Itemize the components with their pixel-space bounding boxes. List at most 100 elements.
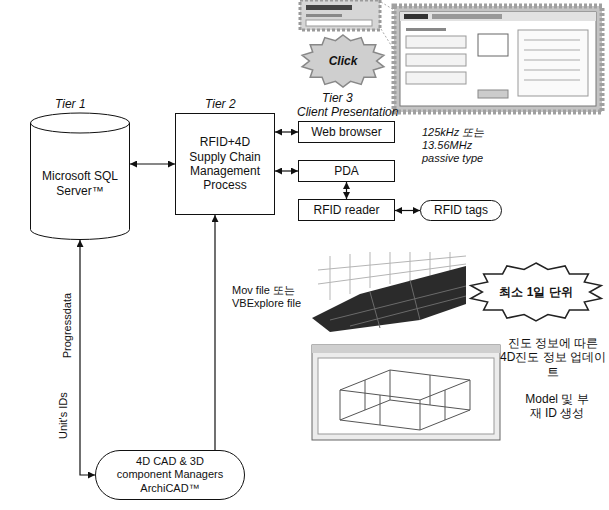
screenshot-detail: [306, 20, 372, 26]
cad-wireframe: [340, 370, 470, 430]
model-lines: [410, 280, 420, 320]
annotation-text: Tier 3: [322, 91, 353, 105]
screenshot-detail: [306, 14, 342, 17]
model-image: [310, 250, 468, 332]
cad-wireframe: [470, 380, 471, 410]
node-text: RFID reader: [302, 203, 391, 217]
text-block: PDA: [302, 164, 391, 178]
screenshot-detail: [406, 36, 466, 48]
cad-wireframe: [445, 390, 446, 420]
text-block: 4D CAD & 3D component Managers ArchiCAD™: [109, 455, 231, 495]
screenshot-detail: [524, 40, 580, 41]
screenshot-detail: [406, 54, 466, 66]
database-cylinder: Microsoft SQL Server™: [30, 113, 130, 240]
cad-wireframe: [390, 370, 391, 400]
node-text: 4D CAD & 3D component Managers ArchiCAD™: [109, 455, 231, 495]
screenshot-detail: [406, 72, 466, 84]
annotation-text: Tier 2: [205, 97, 236, 111]
cad-wireframe: [430, 375, 431, 405]
screenshot-detail: [524, 80, 580, 81]
text-block: Web browser: [302, 125, 391, 139]
annotation-text: 진도 정보에 따른 4D진도 정보 업데이트: [500, 336, 606, 379]
connector-arrow: [275, 131, 298, 132]
node-text: RFID+4D Supply Chain Management Process: [183, 135, 267, 193]
process-box: PDA: [298, 160, 395, 182]
process-box: RFID reader: [298, 199, 395, 221]
node-text: 최소 1일 단위: [490, 285, 582, 299]
model-lines: [330, 286, 466, 320]
screenshot-detail: [524, 60, 580, 61]
model-grid: [370, 252, 371, 288]
screenshot-detail: [404, 14, 428, 19]
model-lines: [330, 280, 466, 328]
process-box: RFID+4D Supply Chain Management Process: [175, 113, 275, 215]
connector-arrow: [214, 215, 215, 450]
rounded-box: RFID tags: [420, 200, 502, 221]
starburst-shape: [302, 35, 384, 87]
screenshot-detail: [406, 28, 446, 31]
annotation-text: Client Presentation: [297, 105, 398, 119]
cad-screenshot: [312, 345, 500, 440]
connector-arrow: [80, 240, 95, 475]
text-block: Click: [320, 54, 366, 68]
cad-wireframe: [420, 400, 421, 430]
model-grid: [318, 256, 466, 270]
cad-wireframe: [340, 370, 470, 400]
connector-arrow: [346, 182, 347, 199]
model-grid: [430, 252, 431, 276]
connector-arrow: [395, 210, 420, 211]
node-text: Microsoft SQL Server™: [36, 169, 124, 198]
text-block: RFID+4D Supply Chain Management Process: [183, 135, 267, 193]
node-text: Click: [320, 54, 366, 68]
annotation-text: Model 및 부재 ID 생성: [520, 392, 594, 421]
model-grid: [410, 252, 411, 280]
screenshot-detail: [518, 30, 588, 96]
screenshot-detail: [524, 50, 580, 51]
screenshot-detail: [524, 70, 580, 71]
cad-wireframe: [340, 400, 470, 430]
model-grid: [450, 252, 451, 272]
model-grid: [350, 254, 351, 294]
text-block: RFID reader: [302, 203, 391, 217]
model-lines: [350, 296, 466, 326]
annotation-text: Tier 1: [55, 97, 86, 111]
cad-wireframe: [340, 390, 341, 420]
text-block: 최소 1일 단위: [490, 285, 582, 299]
starburst-callout: Click: [300, 34, 386, 88]
screenshot-detail: [432, 14, 502, 19]
node-text: PDA: [302, 164, 391, 178]
screenshot-zoom: [300, 0, 380, 30]
screenshot-frame: [394, 6, 602, 112]
screenshot-window: [400, 12, 596, 106]
cad-titlebar: [312, 345, 500, 353]
cylinder-rim: [31, 123, 130, 133]
model-grid: [390, 252, 391, 284]
annotation-text: 125kHz 또는 13.56MHz passive type: [422, 126, 508, 166]
edge-note: Unit's IDs: [56, 392, 69, 439]
node-text: Web browser: [302, 125, 391, 139]
connector-arrow: [275, 170, 298, 171]
screenshot-detail: [306, 5, 352, 10]
text-block: Microsoft SQL Server™: [36, 169, 124, 198]
edge-note: Progressdata: [61, 292, 74, 357]
node-text: RFID tags: [426, 203, 496, 217]
process-box: Web browser: [298, 121, 395, 143]
starburst-callout: 최소 1일 단위: [468, 262, 604, 322]
rounded-box: 4D CAD & 3D component Managers ArchiCAD™: [95, 450, 245, 500]
cad-wireframe: [365, 380, 366, 410]
screenshot-titlebar: [400, 12, 596, 21]
starburst-shape: [471, 263, 602, 321]
screenshot-detail: [478, 34, 508, 56]
screenshot-detail: [478, 90, 508, 98]
model-grid: [330, 256, 331, 300]
model-slab: [312, 266, 466, 332]
connector-arrow: [130, 163, 175, 164]
cad-viewport: [318, 358, 494, 434]
annotation-text: Mov file 또는 VBExplore file: [232, 284, 312, 310]
cad-wireframe: [380, 395, 381, 425]
model-lines: [370, 292, 380, 328]
text-block: RFID tags: [426, 203, 496, 217]
